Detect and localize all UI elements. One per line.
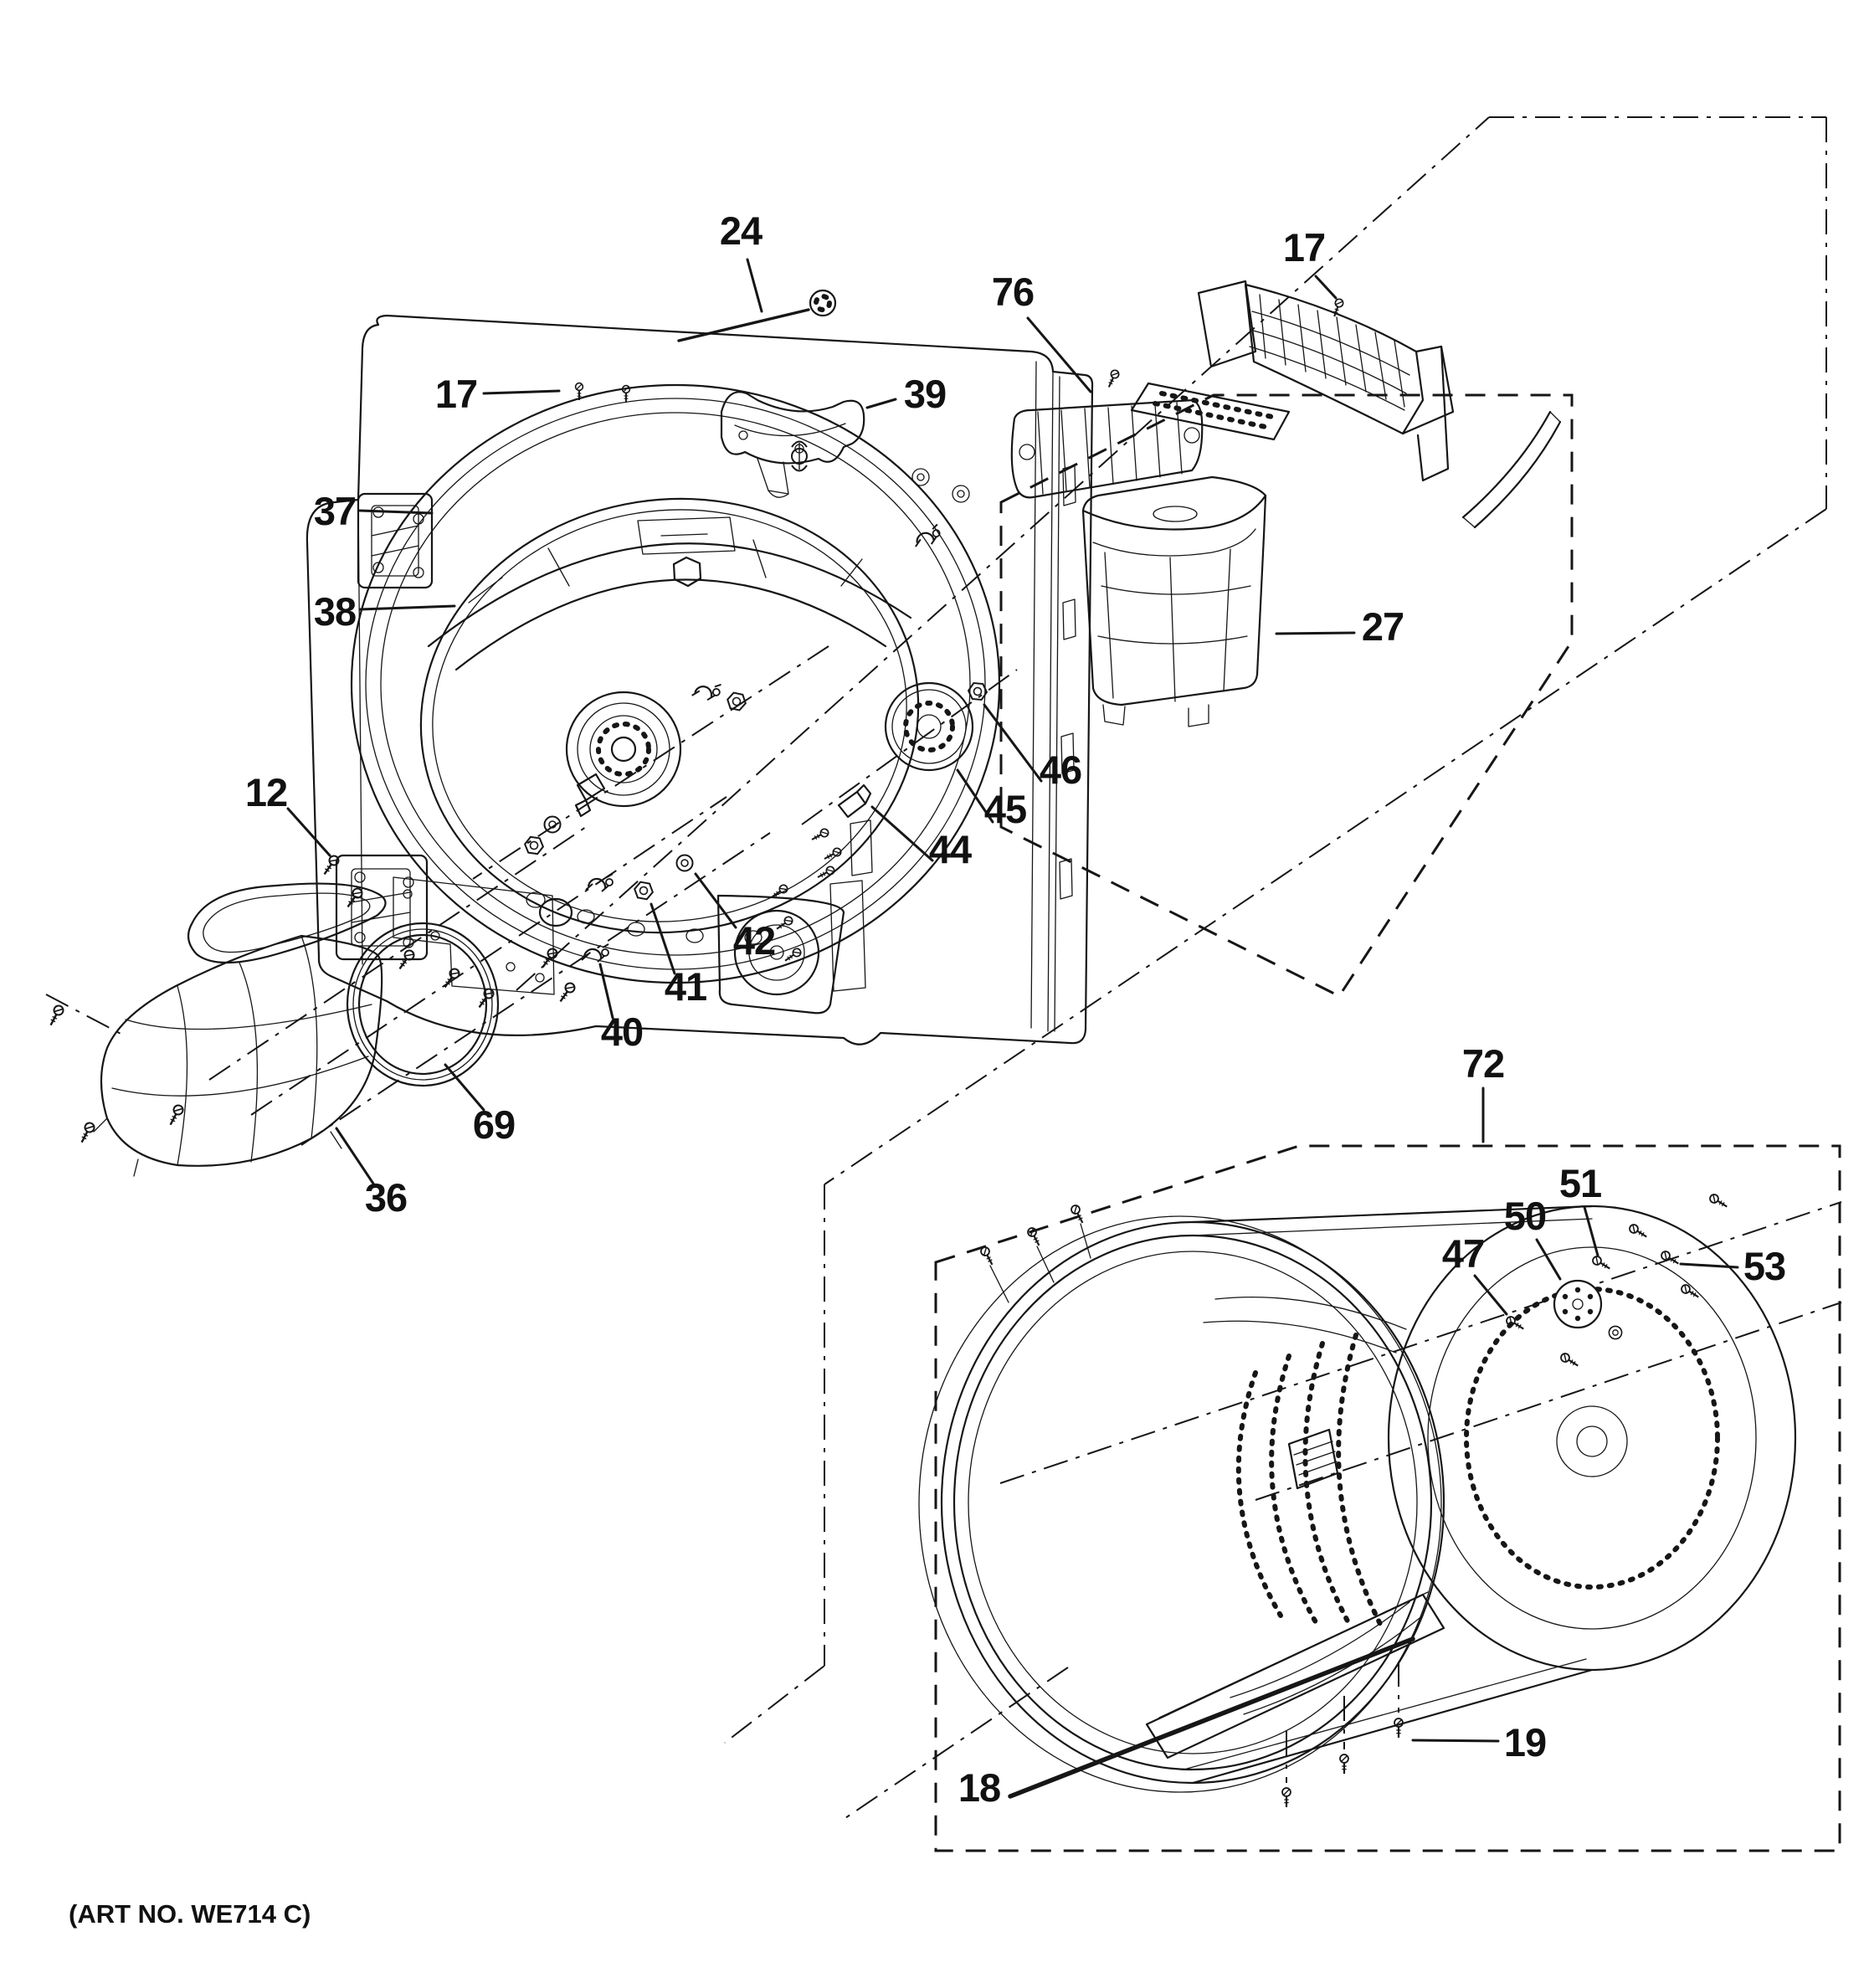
callout-76: 76 [992, 270, 1034, 314]
callout-12: 12 [245, 770, 287, 814]
callout-17-box: 17 [1283, 225, 1325, 270]
callout-69: 69 [473, 1102, 515, 1147]
air-duct-group [45, 882, 500, 1177]
top-loose-parts [574, 289, 865, 498]
hinge-bracket-top [357, 492, 434, 589]
callout-47: 47 [1442, 1231, 1484, 1276]
callout-51: 51 [1559, 1161, 1601, 1205]
dashed-box-72 [934, 1144, 1841, 1852]
callout-labels: 24 17 39 37 38 12 76 17 27 46 45 44 42 4… [245, 208, 1786, 1810]
callout-36: 36 [365, 1175, 407, 1220]
bulkhead-panel-assembly [306, 314, 1094, 1045]
art-number-text: (ART NO. WE714 C) [69, 1899, 311, 1929]
callout-19: 19 [1504, 1720, 1546, 1765]
callout-37: 37 [314, 489, 356, 533]
idler-pulley-group [801, 669, 1018, 825]
hinge-bracket-bottom [335, 854, 429, 961]
callout-38: 38 [314, 589, 356, 634]
callout-24: 24 [720, 208, 762, 253]
bearing-hub [565, 691, 682, 808]
mounting-screws-row [208, 796, 771, 1146]
callout-42: 42 [733, 918, 775, 963]
lint-housing-group [1010, 280, 1562, 529]
callout-45: 45 [984, 787, 1026, 831]
callout-40: 40 [601, 1009, 643, 1054]
callout-50: 50 [1504, 1194, 1546, 1238]
callout-46: 46 [1040, 747, 1081, 792]
front-support-bracket [720, 391, 865, 498]
section-boundary-lines [516, 116, 1827, 1822]
lint-screen-27 [1081, 475, 1267, 727]
callout-72: 72 [1462, 1041, 1504, 1086]
drum-assembly [918, 1192, 1842, 1809]
dashed-box-76 [999, 393, 1574, 998]
callout-27: 27 [1362, 604, 1404, 649]
callout-53: 53 [1743, 1244, 1785, 1288]
callout-18: 18 [958, 1765, 1000, 1810]
callout-39: 39 [904, 372, 946, 416]
leader-lines [286, 258, 1739, 1799]
basket-grid [1249, 294, 1410, 411]
callout-41: 41 [665, 964, 706, 1009]
callout-44: 44 [929, 827, 972, 871]
callout-17-top: 17 [435, 372, 477, 416]
blower-opening [716, 894, 845, 1015]
